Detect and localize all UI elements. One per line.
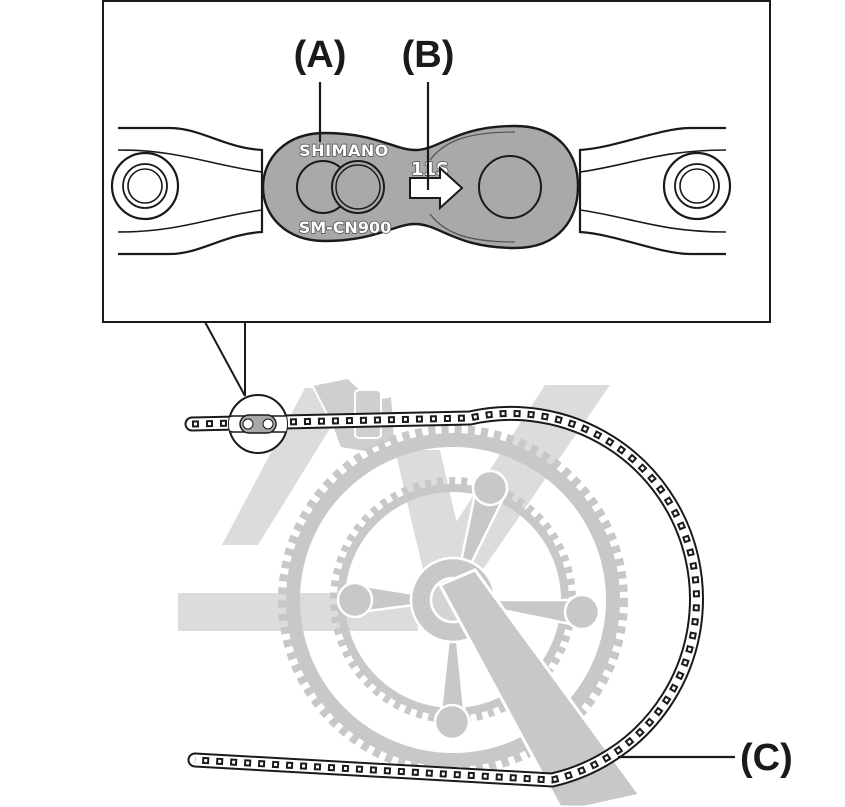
rivet-right — [662, 151, 732, 221]
chain-inner-plate-right — [579, 149, 727, 233]
label-b: (B) — [402, 34, 455, 76]
quick-link-pin-right — [478, 155, 542, 219]
chain — [184, 405, 705, 788]
zoom-connector — [204, 321, 246, 397]
quick-link: SHIMANO 11S SM-CN900 — [261, 124, 580, 250]
magnifier-spot — [228, 394, 288, 454]
quick-link-edge — [429, 131, 516, 243]
brand-text: SHIMANO — [299, 141, 389, 160]
crank-arm — [437, 568, 643, 807]
arrow-right-icon — [409, 165, 464, 211]
model-text: SM-CN900 — [299, 218, 392, 237]
label-c: (C) — [740, 737, 793, 779]
label-a: (A) — [294, 34, 347, 76]
chain-inner-plate-left — [117, 149, 263, 233]
rivet-left — [110, 151, 180, 221]
quick-link-pin-slot — [331, 160, 385, 214]
zoom-box: SHIMANO 11S SM-CN900 (A) (B) — [102, 0, 771, 323]
chainring-body — [286, 433, 620, 767]
chain-path-inner — [186, 407, 703, 786]
